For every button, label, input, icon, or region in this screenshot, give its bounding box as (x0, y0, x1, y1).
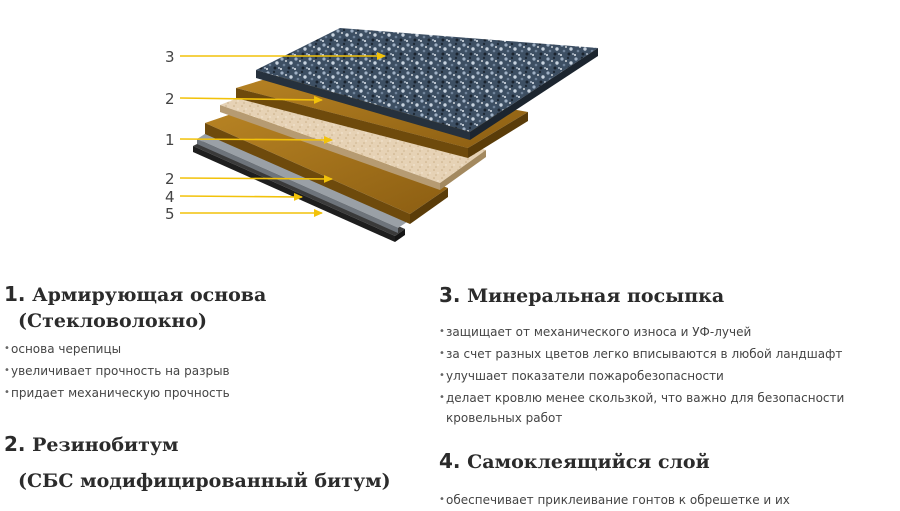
arrow-layer-2-lower (179, 174, 333, 183)
list-item: делает кровлю менее скользкой, что важно… (439, 387, 844, 427)
section-3-number: 3. (439, 283, 461, 307)
section-2-title-text: Резинобитум (32, 434, 179, 456)
section-3-title-text: Минеральная посыпка (467, 285, 725, 307)
layer-label-3: 3 (165, 48, 175, 66)
section-2-number: 2. (4, 432, 26, 456)
list-item: за счет разных цветов легко вписываются … (439, 343, 844, 365)
layer-label-2-upper: 2 (165, 90, 175, 108)
section-1-title: 1. Армирующая основа (4, 281, 266, 308)
list-item: придает механическую прочность (4, 382, 266, 404)
list-item: улучшает показатели пожаробезопасности (439, 365, 844, 387)
section-3-title: 3. Минеральная посыпка (439, 282, 844, 309)
section-4-title: 4. Самоклеящийся слой (439, 448, 790, 475)
section-self-adhesive: 4. Самоклеящийся слой обеспечивает прикл… (439, 448, 790, 511)
section-rubber-bitumen: 2. Резинобитум (СБС модифицированный бит… (4, 431, 391, 494)
list-item: увеличивает прочность на разрыв (4, 360, 266, 382)
section-4-title-text: Самоклеящийся слой (467, 451, 710, 473)
layer-label-1: 1 (165, 131, 175, 149)
section-1-title-text: Армирующая основа (32, 284, 267, 306)
list-item: обеспечивает приклеивание гонтов к обреш… (439, 489, 790, 511)
list-item: защищает от механического износа и УФ-лу… (439, 321, 844, 343)
list-item: основа черепицы (4, 338, 266, 360)
arrow-layer-4 (179, 192, 303, 201)
section-1-number: 1. (4, 282, 26, 306)
section-4-bullets: обеспечивает приклеивание гонтов к обреш… (439, 489, 790, 511)
layer-label-4: 4 (165, 188, 175, 206)
section-3-bullets: защищает от механического износа и УФ-лу… (439, 321, 844, 427)
layer-label-2-lower: 2 (165, 170, 175, 188)
list-item-text: делает кровлю менее скользкой, что важно… (446, 391, 845, 405)
list-item-continuation: кровельных работ (446, 411, 563, 425)
section-4-number: 4. (439, 449, 461, 473)
section-2-subtitle: (СБС модифицированный битум) (18, 470, 391, 492)
section-fiberglass: 1. Армирующая основа (Стекловолокно) осн… (4, 281, 266, 404)
arrow-layer-1 (179, 135, 333, 144)
layer-bitumen-lower (205, 109, 448, 224)
layer-mineral-granules (256, 28, 598, 140)
section-1-bullets: основа черепицы увеличивает прочность на… (4, 338, 266, 404)
roof-shingle-layers-diagram: 3 2 1 2 4 5 (165, 28, 598, 242)
layer-label-5: 5 (165, 205, 175, 223)
section-2-title: 2. Резинобитум (4, 431, 391, 458)
arrow-layer-2-upper (179, 95, 323, 104)
layer-self-adhesive (197, 132, 410, 233)
section-1-subtitle: (Стекловолокно) (18, 310, 207, 332)
section-mineral-granules: 3. Минеральная посыпка защищает от механ… (439, 282, 844, 427)
